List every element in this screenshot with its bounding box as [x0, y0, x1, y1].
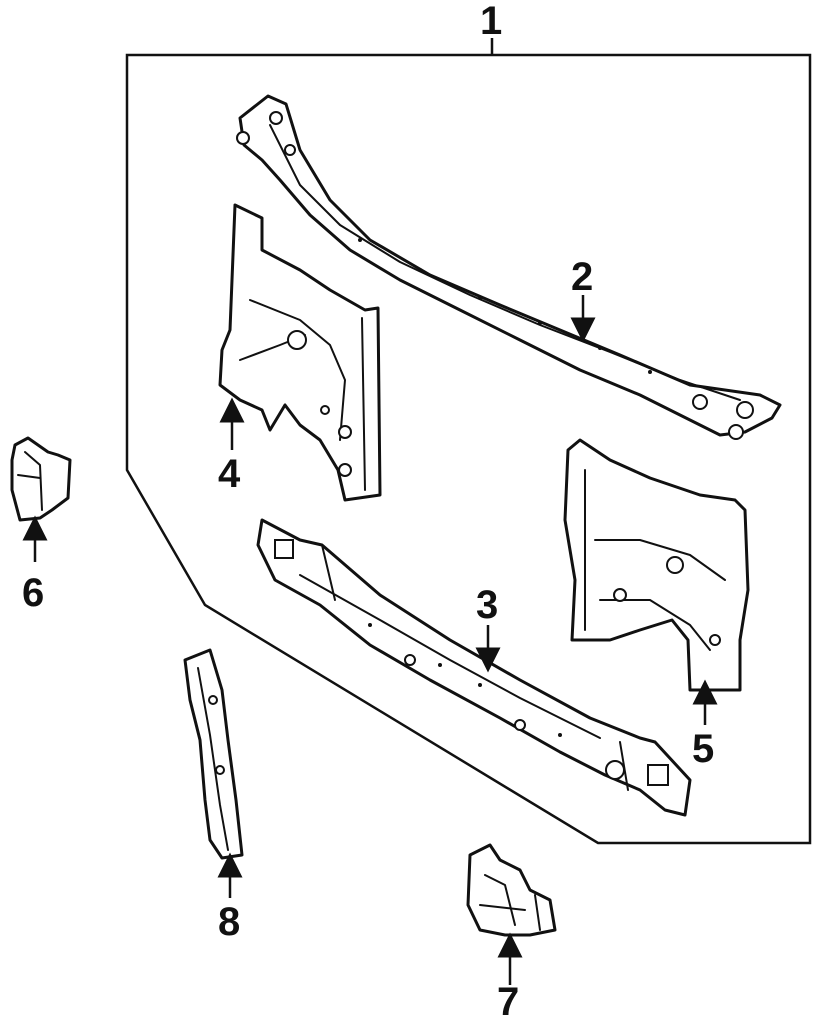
- right-side-panel: [563, 438, 750, 692]
- left-side-panel: [218, 203, 382, 502]
- upper-support-bar: [236, 94, 782, 440]
- callout-8: 8: [218, 900, 240, 944]
- callout-7: 7: [497, 980, 519, 1024]
- vertical-strut: [183, 648, 244, 860]
- callout-3: 3: [476, 583, 498, 627]
- callout-2: 2: [571, 255, 593, 299]
- lower-support-bar: [256, 518, 692, 817]
- callout-4: 4: [218, 452, 241, 496]
- assembly-frame: [125, 53, 812, 845]
- bracket-6: [10, 436, 72, 522]
- callout-6: 6: [22, 571, 44, 615]
- bracket-7: [466, 843, 557, 937]
- callout-5: 5: [692, 727, 714, 771]
- callout-1: 1: [480, 0, 502, 43]
